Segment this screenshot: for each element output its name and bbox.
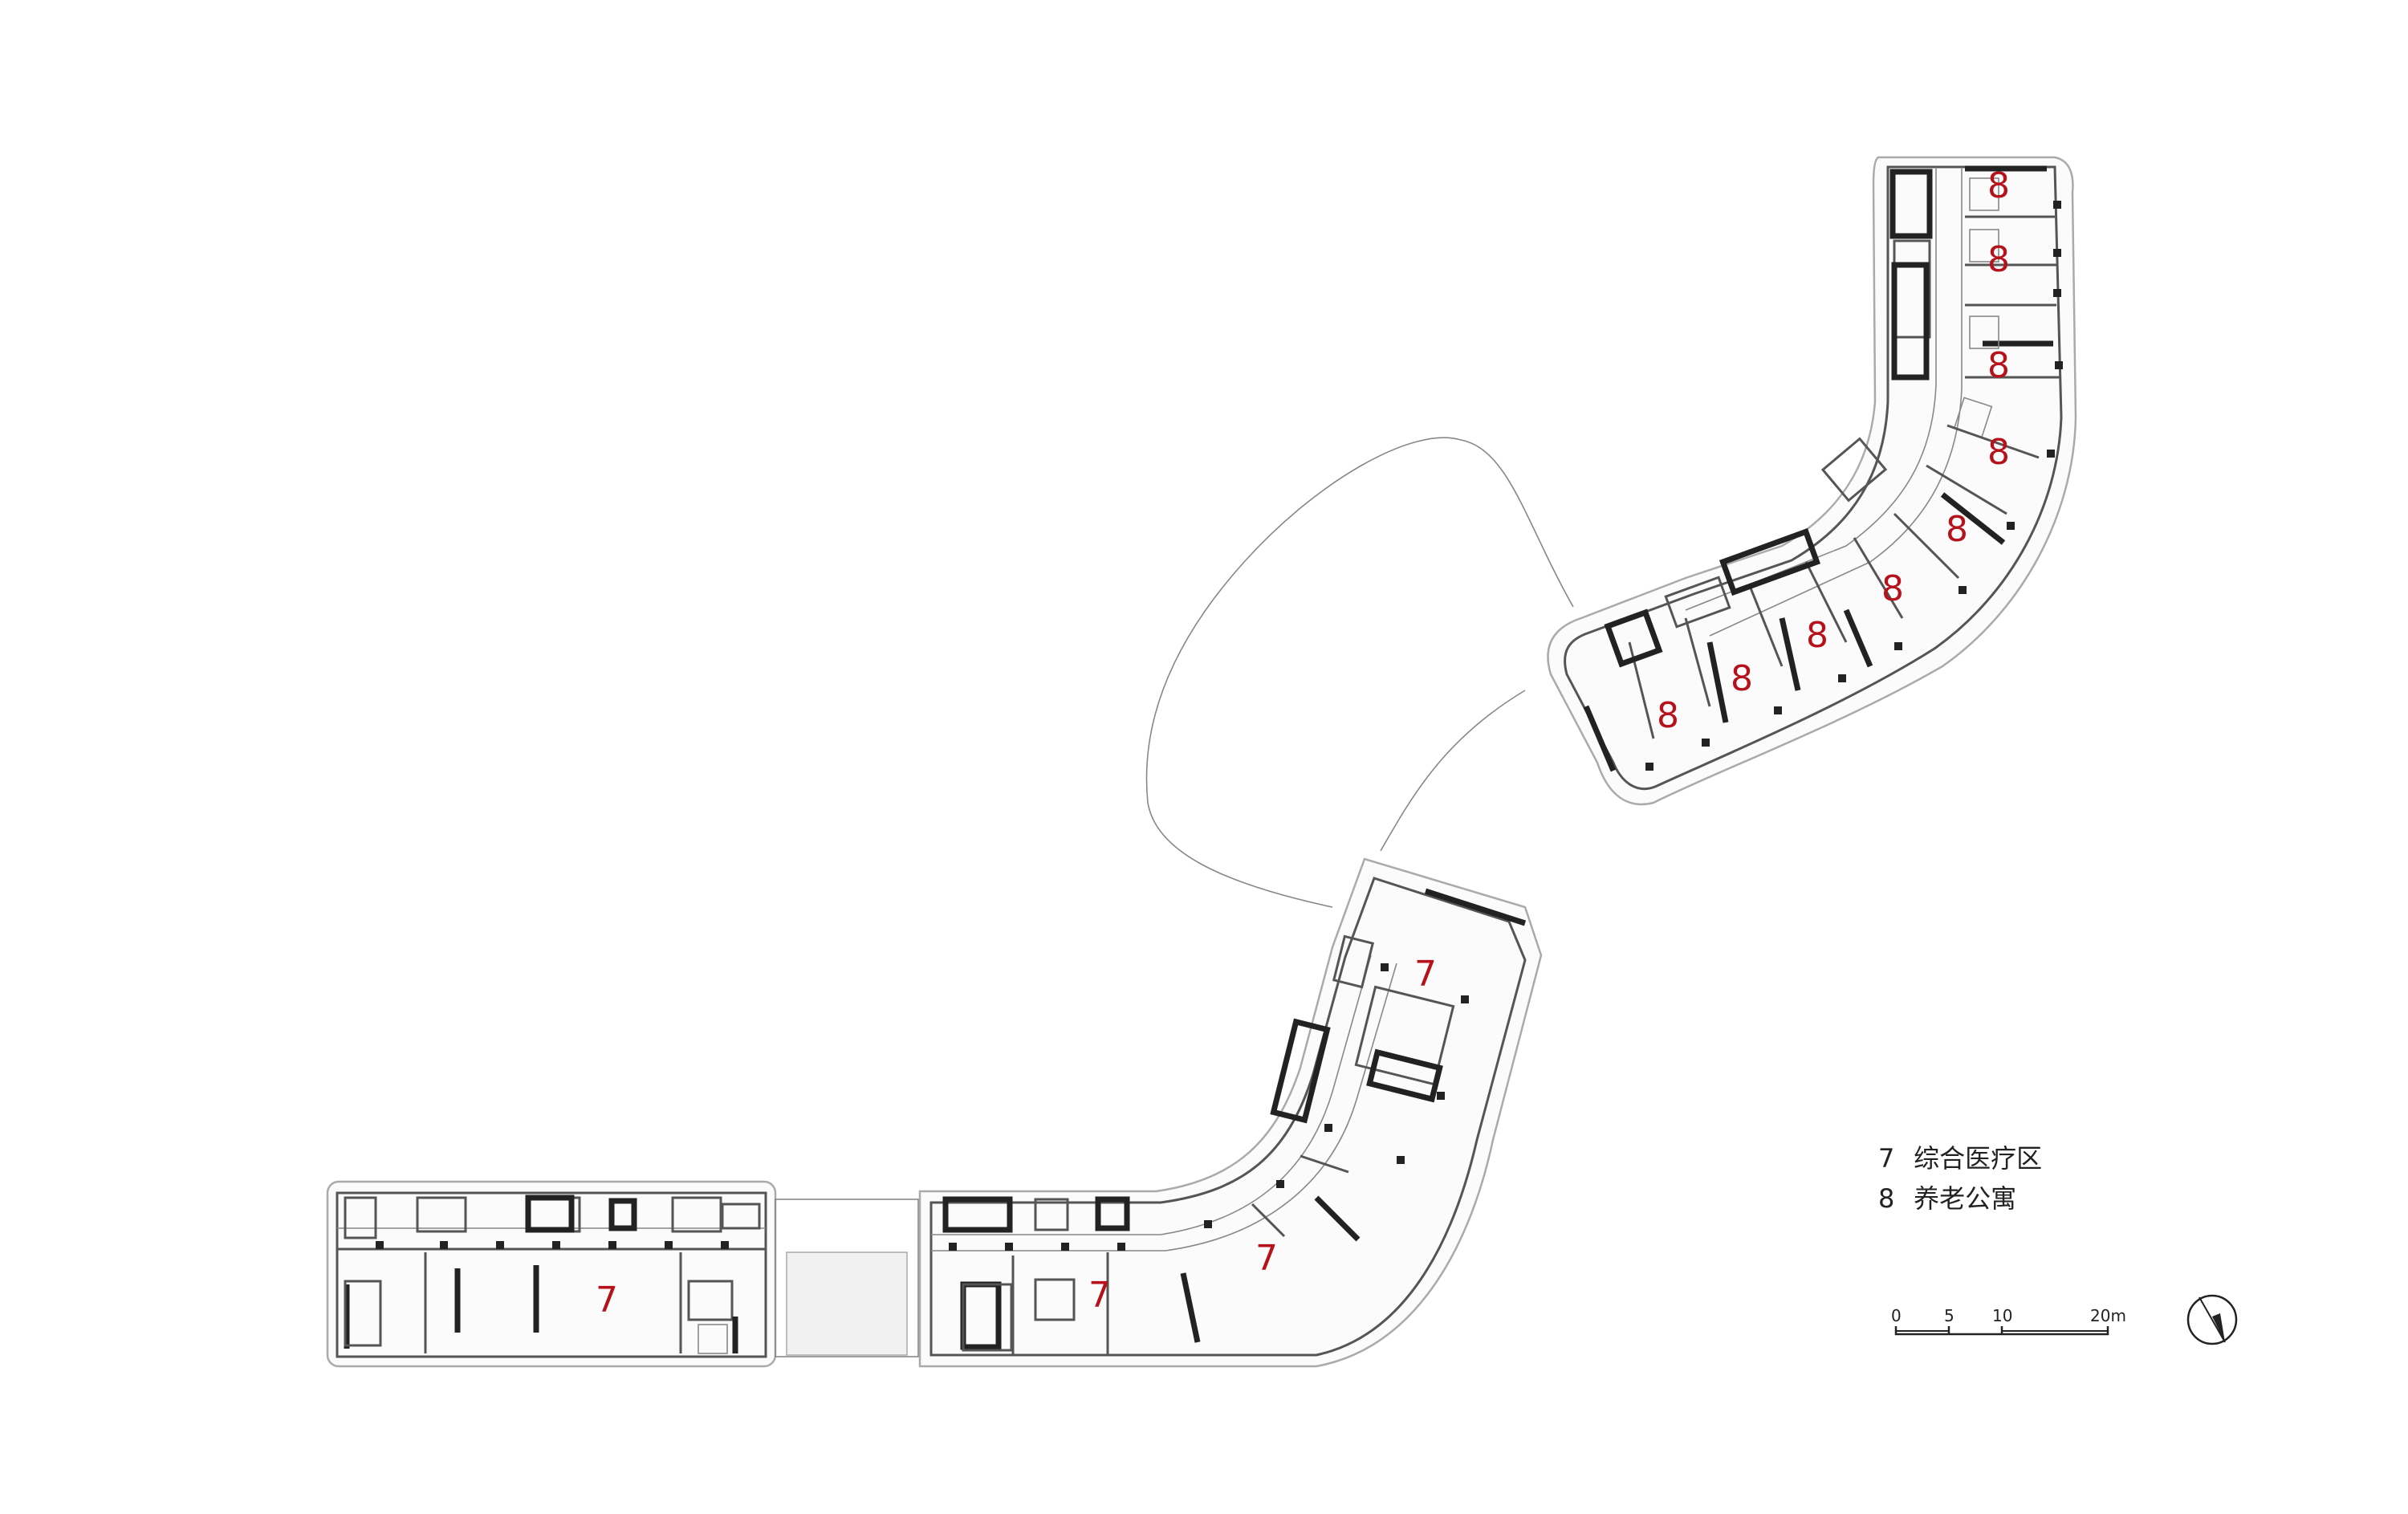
- left-wing: [326, 1180, 777, 1368]
- room-label-elderly: 8: [1987, 345, 2010, 386]
- room-label-medical: 7: [1255, 1238, 1278, 1279]
- room-label-elderly: 8: [1806, 615, 1828, 656]
- room-label-elderly: 8: [1946, 509, 1968, 550]
- scale-tick-label: 10: [1992, 1306, 2012, 1325]
- middle-wing: [918, 857, 1543, 1368]
- room-label-medical: 7: [1088, 1275, 1111, 1316]
- room-label-elderly: 8: [1987, 432, 2010, 473]
- landscape-path-inner: [1380, 690, 1526, 852]
- legend-label: 养老公寓: [1914, 1183, 2017, 1214]
- scale-tick-label: 0: [1891, 1306, 1902, 1325]
- room-label-elderly: 8: [1657, 695, 1679, 736]
- bridge: [775, 1199, 919, 1357]
- right-wing: [1547, 156, 2077, 806]
- scale-tick-label: 20m: [2090, 1306, 2126, 1325]
- room-label-medical: 7: [596, 1280, 618, 1321]
- room-label-elderly: 8: [1881, 568, 1904, 609]
- room-label-elderly: 8: [1987, 239, 2010, 280]
- legend-item: 7 综合医疗区: [1878, 1138, 2042, 1178]
- room-label-elderly: 8: [1731, 658, 1753, 699]
- room-label-elderly: 8: [1987, 165, 2010, 206]
- legend-number: 7: [1878, 1143, 1895, 1174]
- legend-item: 8 养老公寓: [1878, 1178, 2042, 1219]
- legend: 7 综合医疗区 8 养老公寓: [1878, 1138, 2042, 1219]
- room-labels: 7 7 7 7 8 8 8 8 8 8 8 8 8: [596, 165, 2010, 1321]
- scale-bar: 0 5 10 20m: [1891, 1306, 2126, 1336]
- scale-tick-label: 5: [1944, 1306, 1954, 1325]
- north-arrow-icon: [2186, 1294, 2238, 1345]
- legend-label: 综合医疗区: [1914, 1143, 2043, 1174]
- room-label-medical: 7: [1414, 954, 1437, 995]
- landscape-path: [1145, 437, 1574, 908]
- legend-number: 8: [1878, 1183, 1895, 1214]
